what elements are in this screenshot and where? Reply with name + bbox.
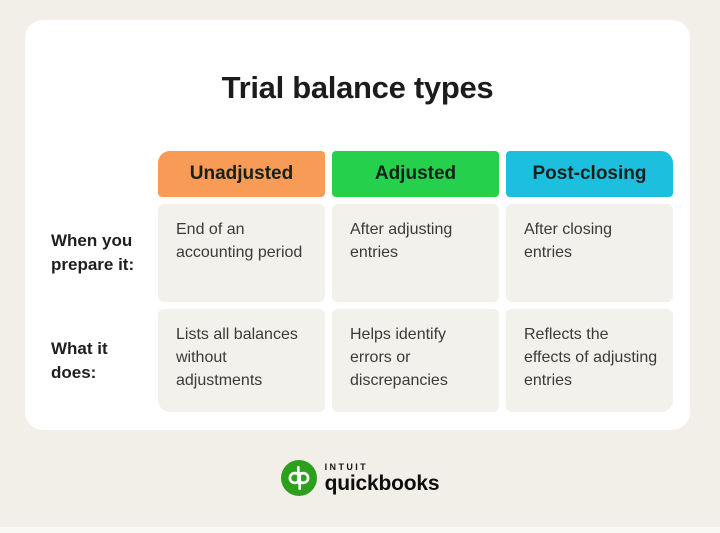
cell-post-closing-when-prepare: After closing entries <box>506 204 673 302</box>
cell-adjusted-when-prepare: After adjusting entries <box>332 204 499 302</box>
table-corner-spacer <box>51 151 151 197</box>
row-label-text: When you prepare it: <box>51 231 135 274</box>
column-header-unadjusted: Unadjusted <box>158 151 325 197</box>
page-title: Trial balance types <box>221 70 494 105</box>
row-label-when-you-prepare-it: When you prepare it: <box>51 204 151 302</box>
brand-wordmark: INTUIT quickbooks <box>325 462 440 495</box>
cell-unadjusted-what-does: Lists all balances without adjustments <box>158 309 325 412</box>
intuit-wordmark: INTUIT <box>324 461 369 472</box>
cell-unadjusted-when-prepare: End of an accounting period <box>158 204 325 302</box>
column-header-adjusted: Adjusted <box>332 151 499 197</box>
row-label-what-it-does: What it does: <box>51 309 151 412</box>
column-header-post-closing: Post-closing <box>506 151 673 197</box>
quickbooks-logo-icon <box>280 460 317 496</box>
column-header-label: Adjusted <box>374 163 457 184</box>
page-bottom-strip <box>0 527 720 533</box>
quickbooks-wordmark: quickbooks <box>324 471 440 495</box>
content-card: Trial balance types Unadjusted Adjusted … <box>25 20 690 430</box>
row-label-text: What it does: <box>51 338 108 382</box>
column-header-label: Unadjusted <box>189 163 294 184</box>
column-header-label: Post-closing <box>532 163 647 184</box>
comparison-table: Unadjusted Adjusted Post-closing When yo… <box>51 151 673 412</box>
cell-adjusted-what-does: Helps identify errors or discrepancies <box>332 309 499 412</box>
brand-footer: INTUIT quickbooks <box>0 460 720 496</box>
cell-post-closing-what-does: Reflects the effects of adjusting entrie… <box>506 309 673 412</box>
